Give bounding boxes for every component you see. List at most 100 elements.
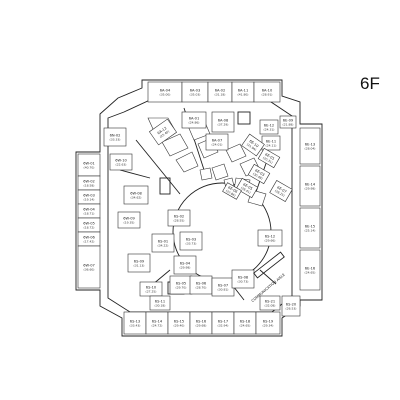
unit-6s-05[interactable]: 6S-05(29.70) xyxy=(169,275,193,295)
unit-6s-16[interactable]: 6S-16(29.68) xyxy=(189,311,213,335)
unit-6w-10[interactable]: 6W-10(22.63) xyxy=(109,153,133,171)
unit-6a-07[interactable]: 6A-07(24.01) xyxy=(205,133,229,151)
unit-code: 6S-01 xyxy=(158,240,168,244)
unit-code: 6W-06 xyxy=(83,236,95,240)
unit-6e-14[interactable]: 6E-14(29.98) xyxy=(299,165,321,207)
unit-6w-06[interactable]: 6W-06(17.42) xyxy=(77,231,101,247)
unit-area: (31.18) xyxy=(215,93,226,97)
unit-area: (28.70) xyxy=(196,286,207,290)
unit-6s-01[interactable]: 6S-01(34.22) xyxy=(151,233,175,253)
unit-6s-15[interactable]: 6S-15(29.40) xyxy=(167,311,191,335)
unit-6s-10[interactable]: 6S-10(27.25) xyxy=(139,281,163,297)
unit-6s-14[interactable]: 6S-14(24.72) xyxy=(145,311,169,335)
unit-code: 6W-07 xyxy=(83,264,95,268)
unit-outline xyxy=(259,119,279,135)
unit-outline xyxy=(299,207,321,249)
unit-6e-10[interactable]: 6E-10(21.94) xyxy=(241,133,265,157)
unit-code: 6W-01 xyxy=(83,162,95,166)
unit-area: (28.55) xyxy=(174,219,185,223)
unit-6a-01[interactable]: 6A-01(24.86) xyxy=(181,111,207,129)
unit-outline xyxy=(281,295,301,317)
unit-6a-04[interactable]: 6A-04(35.00) xyxy=(147,81,183,103)
unit-6w-08[interactable]: 6W-08(34.62) xyxy=(123,185,149,205)
unit-6e-01[interactable]: 6E-01(20.31) xyxy=(257,147,281,169)
unit-code: 6S-20 xyxy=(286,303,297,307)
unit-6w-07[interactable]: 6W-07(36.60) xyxy=(77,245,101,289)
unit-6e-09[interactable]: 6E-09(21.88) xyxy=(279,115,297,129)
unit-6s-03[interactable]: 6S-03(33.73) xyxy=(179,231,203,251)
unit-code: 6E-11 xyxy=(266,140,276,144)
unit-6s-17[interactable]: 6S-17(32.94) xyxy=(211,311,235,335)
unit-6s-21[interactable]: 6S-21(32.08) xyxy=(259,295,281,311)
unit-code: 6E-09 xyxy=(283,119,294,123)
unit-6a-11[interactable]: 6A-11(41.80) xyxy=(231,81,255,103)
unit-area: (20.31) xyxy=(262,156,273,165)
unit-area: (30.81) xyxy=(218,288,229,292)
unit-6s-09[interactable]: 6S-09(31.13) xyxy=(127,253,151,273)
unit-6e-06[interactable]: 6E-06(22.86) xyxy=(222,182,242,200)
unit-area: (19.35) xyxy=(124,221,135,225)
unit-code: 6W-03 xyxy=(83,194,95,198)
unit-6e-12[interactable]: 6E-12(24.31) xyxy=(259,119,279,135)
unit-code: 6W-04 xyxy=(83,208,95,212)
unit-6w-01[interactable]: 6W-01(40.70) xyxy=(77,153,101,177)
unit-area: (24.01) xyxy=(212,143,223,147)
unit-area: (21.88) xyxy=(283,123,294,127)
unit-6s-19[interactable]: 6S-19(29.34) xyxy=(255,311,281,335)
unit-outline xyxy=(257,147,281,169)
unit-6s-07[interactable]: 6S-07(30.81) xyxy=(211,277,235,297)
unit-area: (36.60) xyxy=(84,268,95,272)
unit-area: (22.86) xyxy=(225,189,236,198)
unit-6e-03[interactable]: 6E-03(30.48) xyxy=(247,163,271,185)
unit-6w-09[interactable]: 6W-09(19.35) xyxy=(117,211,141,229)
unit-outline xyxy=(299,249,321,291)
unit-6e-07[interactable]: 6E-07(28.25) xyxy=(269,180,293,202)
unit-outline xyxy=(103,127,127,147)
unit-6w-05[interactable]: 6W-05(18.72) xyxy=(77,217,101,233)
unit-6e-15[interactable]: 6E-15(25.14) xyxy=(299,207,321,249)
unit-code: 6S-04 xyxy=(180,262,191,266)
unit-area: (34.62) xyxy=(131,196,142,200)
unit-6a-10[interactable]: 6A-10(28.91) xyxy=(253,81,281,103)
unit-6e-16[interactable]: 6E-16(24.65) xyxy=(299,249,321,291)
unit-6s-13[interactable]: 6S-13(33.43) xyxy=(123,311,147,335)
unit-6s-06[interactable]: 6S-06(28.70) xyxy=(189,275,213,295)
unit-6s-02[interactable]: 6S-02(28.55) xyxy=(167,209,191,227)
unit-6a-02[interactable]: 6A-02(31.18) xyxy=(207,81,233,103)
unit-6w-03[interactable]: 6W-03(19.14) xyxy=(77,189,101,205)
unit-area: (25.14) xyxy=(305,229,316,233)
unit-code: 6S-11 xyxy=(155,300,165,304)
unit-area: (35.03) xyxy=(190,93,201,97)
unit-area: (30.48) xyxy=(252,172,263,181)
unit-code: 6W-10 xyxy=(115,159,127,163)
unit-area: (31.13) xyxy=(134,264,145,268)
unit-code: 6S-14 xyxy=(152,320,163,324)
unit-6s-11[interactable]: 6S-11(30.18) xyxy=(149,295,171,311)
unit-6n-02[interactable]: 6N-02(33.33) xyxy=(103,127,127,147)
unit-6w-04[interactable]: 6W-04(18.71) xyxy=(77,203,101,219)
unit-6a-12[interactable]: 6A-12(25.40) xyxy=(148,118,178,146)
unit-outline xyxy=(299,165,321,207)
unit-6e-13[interactable]: 6E-13(28.04) xyxy=(299,127,321,165)
unit-area: (18.58) xyxy=(84,184,95,188)
unit-code: 6E-14 xyxy=(305,183,316,187)
unit-6s-04[interactable]: 6S-04(29.98) xyxy=(173,255,197,275)
unit-area: (29.70) xyxy=(176,286,187,290)
unit-code: 6E-06 xyxy=(227,185,239,194)
unit-6s-18[interactable]: 6S-18(24.65) xyxy=(233,311,257,335)
unit-6a-08[interactable]: 6A-08(37.29) xyxy=(211,111,235,133)
unit-code: 6S-13 xyxy=(130,320,140,324)
unit-6e-11[interactable]: 6E-11(24.11) xyxy=(261,135,281,151)
unit-6s-08[interactable]: 6S-08(30.73) xyxy=(231,269,255,289)
unit-code: 6E-05 xyxy=(242,182,253,191)
unit-code: 6E-12 xyxy=(264,124,274,128)
unit-area: (28.41) xyxy=(240,186,251,195)
unit-6s-12[interactable]: 6S-12(29.66) xyxy=(257,229,283,247)
unit-6e-05[interactable]: 6E-05(28.41) xyxy=(235,177,259,199)
unit-area: (30.73) xyxy=(238,280,249,284)
unit-6s-20[interactable]: 6S-20(26.53) xyxy=(281,295,301,317)
unit-code: 6S-12 xyxy=(265,235,275,239)
unit-code: 6E-13 xyxy=(305,143,315,147)
unit-6w-02[interactable]: 6W-02(18.58) xyxy=(77,175,101,191)
unit-6a-03[interactable]: 6A-03(35.03) xyxy=(181,81,209,103)
